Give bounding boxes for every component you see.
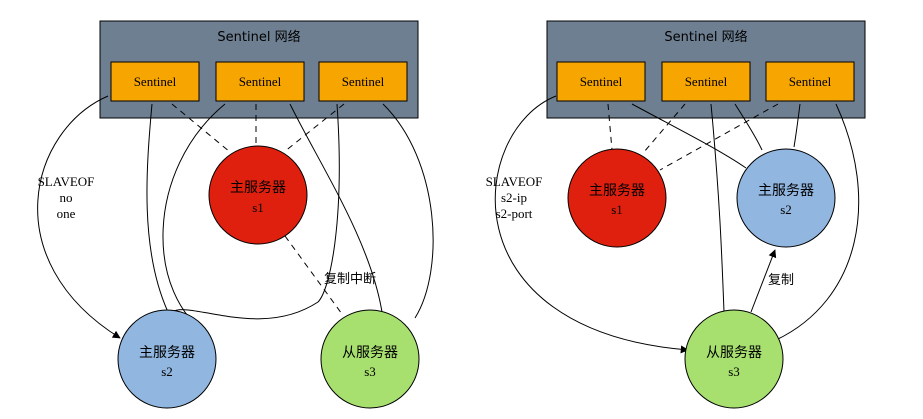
left-s3-name: s3 — [364, 364, 376, 379]
left-s2-name: s2 — [161, 364, 173, 379]
right-s2-role: 主服务器 — [758, 183, 814, 199]
right-replication-label: 复制 — [768, 273, 794, 288]
left-slaveof-line: SLAVEOF — [38, 174, 95, 189]
left-slaveof-line: no — [60, 190, 73, 205]
right-sentinel-label: Sentinel — [685, 74, 728, 89]
right-dashed-edge — [659, 103, 779, 171]
right-network-title: Sentinel 网络 — [664, 29, 747, 45]
left-s3-role: 从服务器 — [342, 345, 398, 361]
left-edge — [146, 103, 169, 313]
right-edge — [793, 103, 801, 148]
right-replication-arrow — [750, 249, 777, 313]
left-edge — [382, 103, 434, 319]
right-panel: Sentinel 网络 Sentinel Sentinel — [486, 20, 866, 409]
right-slaveof-arrow — [494, 95, 689, 354]
right-dashed-edge — [607, 103, 613, 151]
right-edge — [775, 103, 860, 341]
left-s1-role: 主服务器 — [230, 180, 286, 196]
right-slaveof-label: SLAVEOF s2-ip s2-port — [486, 174, 543, 221]
right-s2-name: s2 — [780, 202, 792, 217]
right-server-s2: 主服务器 s2 — [736, 148, 836, 248]
left-sentinel-1: Sentinel — [110, 61, 200, 102]
left-edge — [171, 103, 340, 320]
right-server-s1: 主服务器 s1 — [567, 148, 667, 248]
left-replication-broken-edge — [284, 235, 343, 315]
left-edge — [289, 103, 383, 313]
right-s1-name: s1 — [611, 202, 623, 217]
left-panel: Sentinel 网络 Sentinel Sentinel — [37, 20, 434, 409]
right-server-s3: 从服务器 s3 — [684, 309, 784, 409]
right-slaveof-line: s2-ip — [501, 190, 527, 205]
right-sentinel-label: Sentinel — [580, 74, 623, 89]
left-replication-label: 复制中断 — [324, 272, 376, 287]
right-sentinel-2: Sentinel — [661, 61, 751, 102]
left-network-title: Sentinel 网络 — [217, 29, 300, 45]
left-sentinel-3: Sentinel — [318, 61, 408, 102]
left-s1-name: s1 — [252, 200, 264, 215]
left-sentinel-label: Sentinel — [342, 74, 385, 89]
right-slaveof-line: s2-port — [496, 206, 533, 221]
right-s3-role: 从服务器 — [706, 345, 762, 361]
right-sentinel-1: Sentinel — [556, 61, 646, 102]
left-slaveof-label: SLAVEOF no one — [38, 174, 95, 221]
right-edge — [710, 103, 725, 313]
right-s3-name: s3 — [728, 364, 740, 379]
left-sentinel-2: Sentinel — [215, 61, 305, 102]
left-slaveof-line: one — [57, 206, 76, 221]
right-edge — [631, 103, 747, 169]
left-server-s2: 主服务器 s2 — [117, 309, 217, 409]
left-s2-role: 主服务器 — [139, 345, 195, 361]
left-slaveof-arrow — [37, 95, 121, 339]
right-edge — [734, 103, 763, 151]
left-dashed-edge — [283, 103, 345, 153]
left-edges — [37, 95, 434, 339]
right-slaveof-line: SLAVEOF — [486, 174, 543, 189]
right-s1-role: 主服务器 — [589, 183, 645, 199]
right-sentinel-3: Sentinel — [765, 61, 855, 102]
right-edges — [494, 95, 860, 354]
right-sentinel-label: Sentinel — [789, 74, 832, 89]
left-sentinel-label: Sentinel — [239, 74, 282, 89]
left-server-s1: 主服务器 s1 — [208, 145, 308, 245]
left-sentinel-label: Sentinel — [134, 74, 177, 89]
left-server-s3: 从服务器 s3 — [320, 309, 420, 409]
